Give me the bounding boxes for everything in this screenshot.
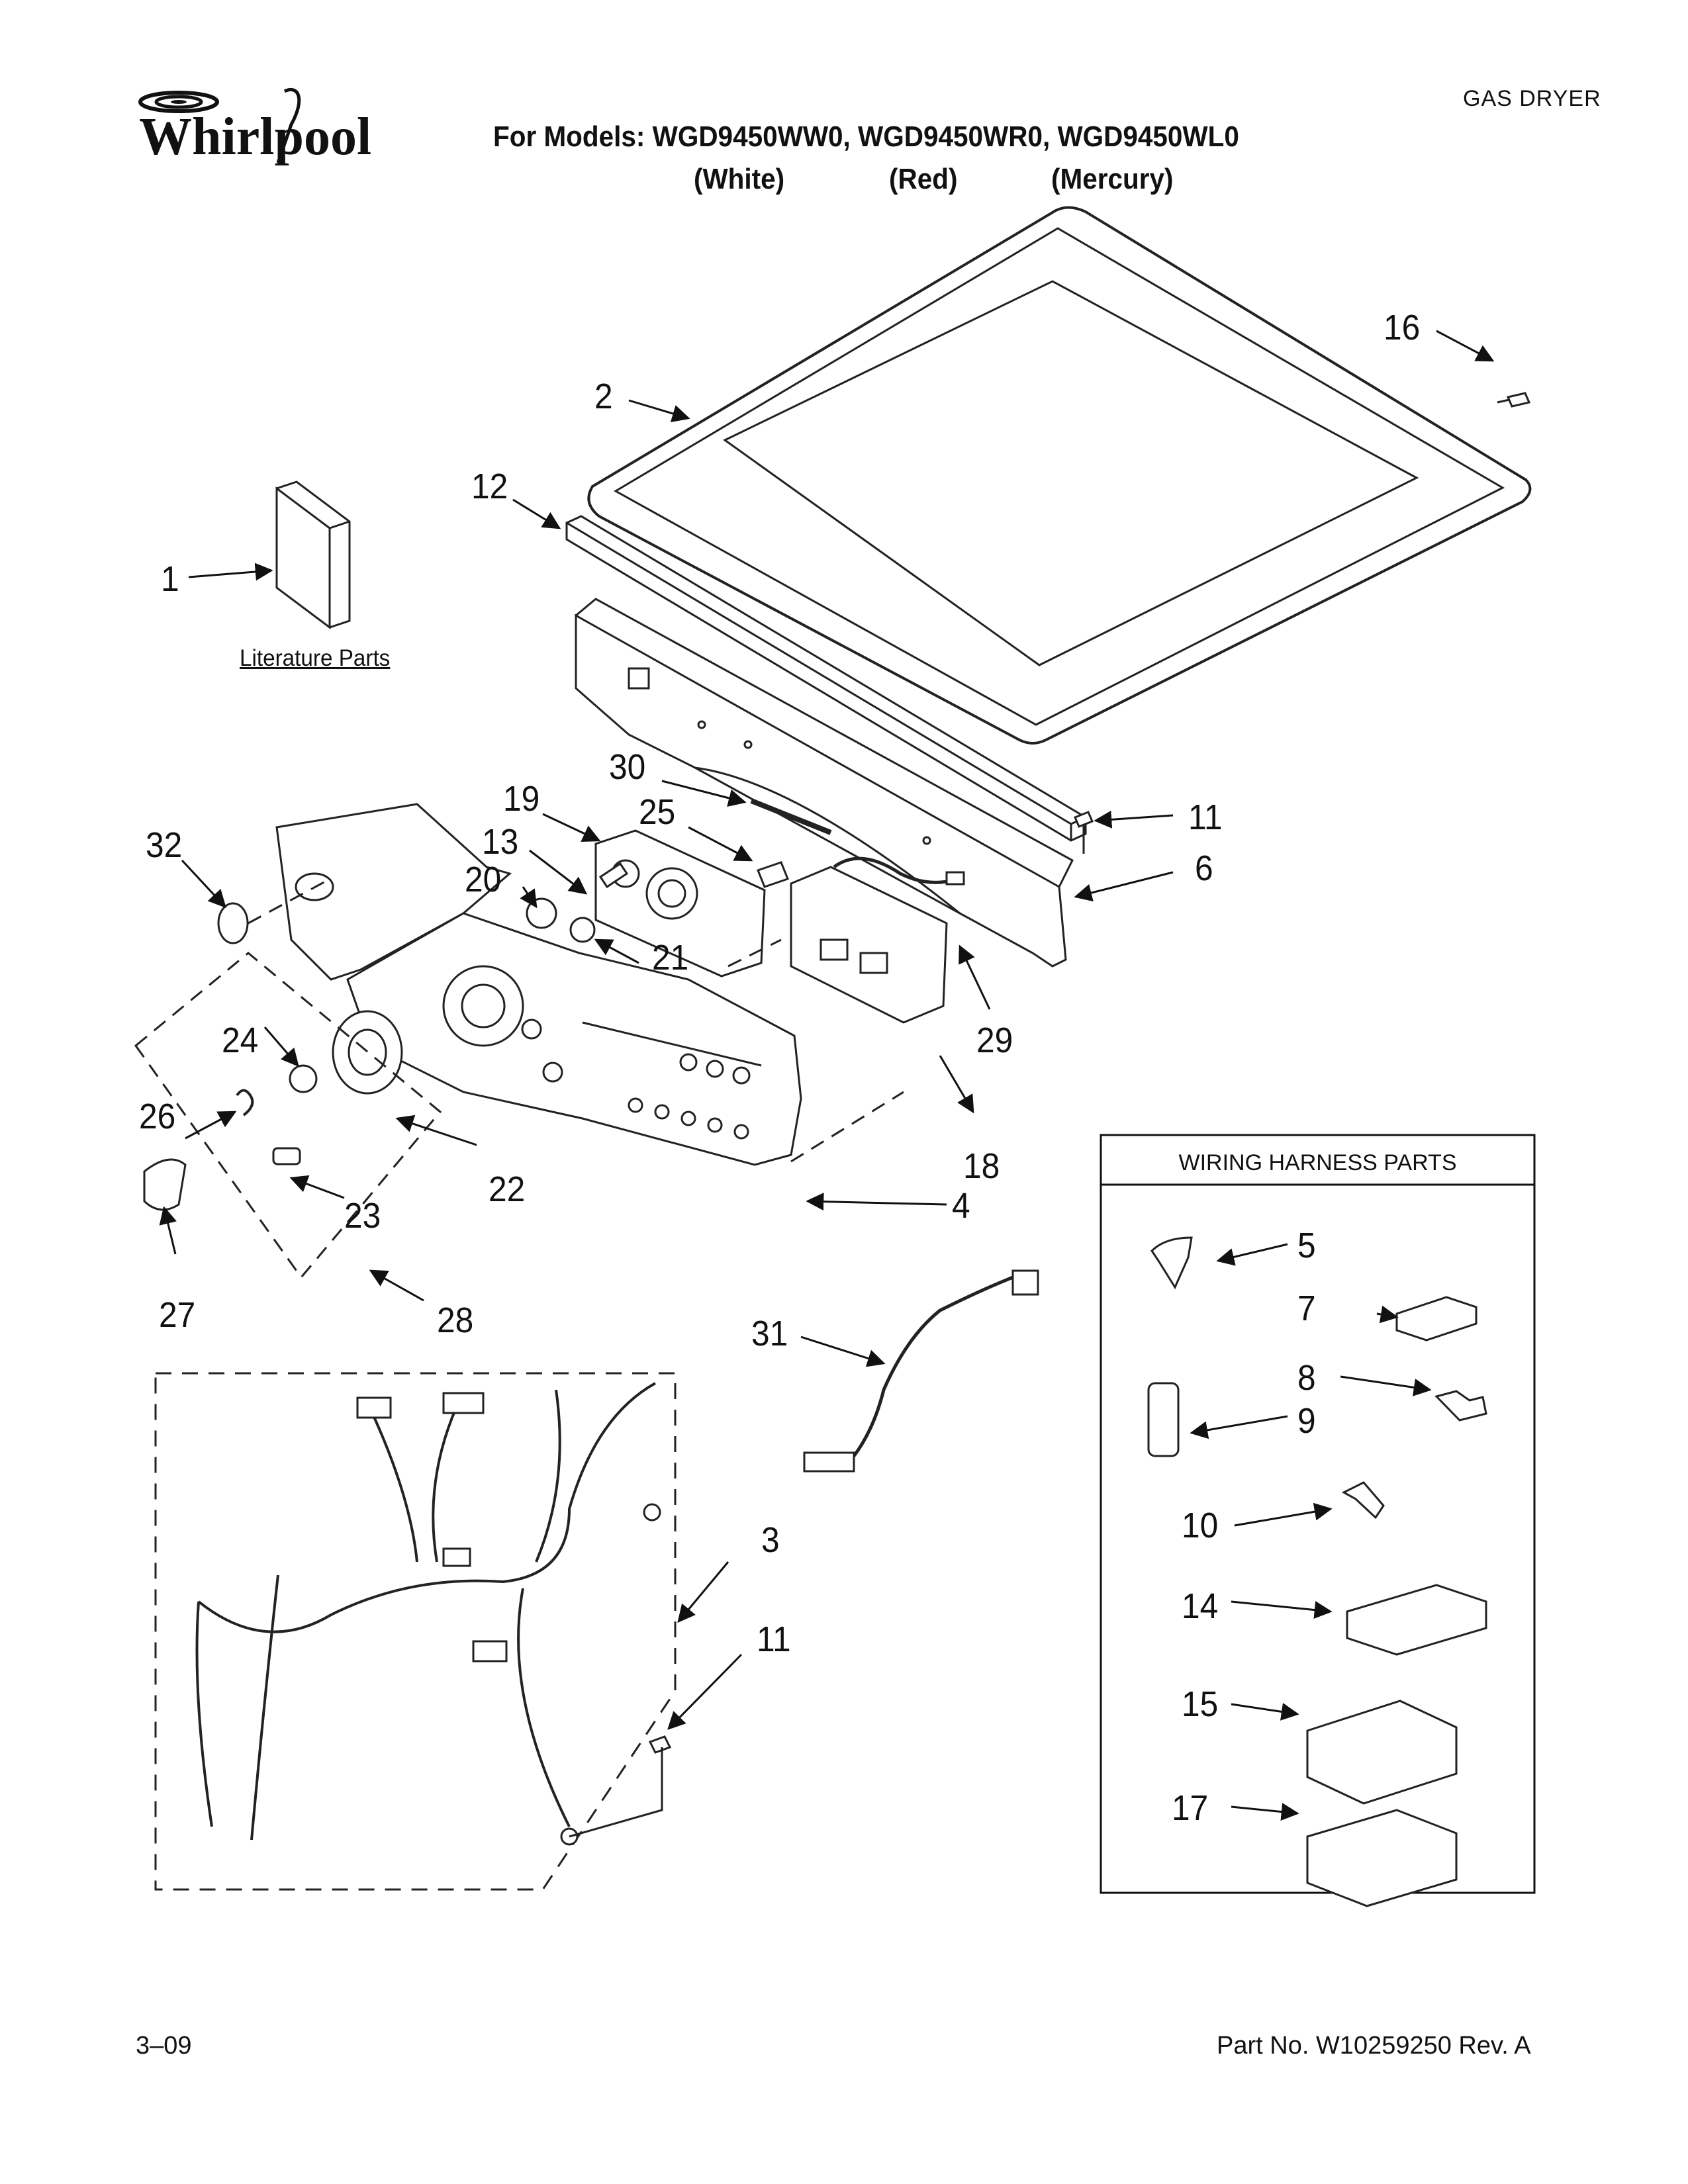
callout-17: 17 <box>1172 1788 1209 1828</box>
product-category: GAS DRYER <box>1463 86 1601 111</box>
part-number: Part No. W10259250 Rev. A <box>1217 2032 1531 2060</box>
knob-kit-outline <box>134 952 442 1279</box>
callout-10: 10 <box>1182 1506 1219 1545</box>
control-console <box>346 912 802 1166</box>
literature-parts-label: Literature Parts <box>240 645 391 671</box>
callout-19: 19 <box>503 779 540 819</box>
leader-dashed-18 <box>727 938 782 968</box>
callout-31: 31 <box>751 1314 788 1353</box>
variant-red: (Red) <box>889 163 958 195</box>
connector-29 <box>945 871 965 886</box>
callout-14: 14 <box>1182 1586 1219 1626</box>
knob-20 <box>526 897 557 929</box>
callout-24: 24 <box>222 1021 259 1060</box>
model-list: For Models: WGD9450WW0, WGD9450WR0, WGD9… <box>493 120 1239 153</box>
callout-arrows <box>159 330 1495 1821</box>
variant-mercury: (Mercury) <box>1051 163 1174 195</box>
callout-1: 1 <box>161 559 179 599</box>
callout-21: 21 <box>652 938 689 978</box>
variant-white: (White) <box>694 163 785 195</box>
user-interface-board <box>790 866 948 1024</box>
harness-29 <box>833 856 954 884</box>
spring-26 <box>236 1089 254 1116</box>
callout-5: 5 <box>1297 1226 1316 1265</box>
knob-21 <box>569 917 596 943</box>
whirlpool-logo-icon: Whirlpool <box>138 88 371 166</box>
leader-dashed-4 <box>790 1091 904 1163</box>
brand-logo: Whirlpool <box>132 85 384 171</box>
callout-3: 3 <box>761 1520 780 1560</box>
callout-13: 13 <box>482 822 519 862</box>
leader-dashed-32 <box>248 879 328 925</box>
clip-part <box>757 861 789 888</box>
callout-16: 16 <box>1383 308 1421 347</box>
control-board-19 <box>594 829 766 978</box>
callout-7: 7 <box>1297 1289 1316 1328</box>
wiring-parts-icons <box>1147 1236 1487 1907</box>
callout-20: 20 <box>465 860 502 899</box>
callout-11-upper: 11 <box>1188 797 1223 837</box>
brand-wordmark: Whirlpool <box>139 108 371 166</box>
callout-23: 23 <box>344 1196 381 1236</box>
callout-26: 26 <box>139 1097 176 1136</box>
callout-22: 22 <box>489 1169 526 1209</box>
clip-23 <box>272 1147 301 1165</box>
callout-15: 15 <box>1182 1684 1219 1724</box>
callout-12: 12 <box>471 467 508 506</box>
knob-ring-22 <box>332 1010 403 1095</box>
callout-4: 4 <box>952 1186 970 1226</box>
console-bracket <box>575 598 1074 968</box>
cable-tie <box>750 798 832 835</box>
callout-32: 32 <box>146 825 183 865</box>
bushing-24 <box>289 1064 318 1093</box>
main-harness <box>154 1372 677 1891</box>
literature-booklet <box>275 480 351 629</box>
badge-32 <box>217 902 249 944</box>
wiring-box-title: WIRING HARNESS PARTS <box>1178 1150 1457 1175</box>
callout-18: 18 <box>963 1146 1000 1186</box>
callout-8: 8 <box>1297 1358 1316 1398</box>
revision-date: 3–09 <box>136 2032 192 2060</box>
callout-25: 25 <box>639 792 676 832</box>
harness-31 <box>803 1269 1039 1473</box>
screw-11-upper <box>1074 811 1094 854</box>
switch-13 <box>598 862 629 889</box>
callout-28: 28 <box>437 1300 474 1340</box>
callout-27: 27 <box>159 1295 196 1335</box>
callout-9: 9 <box>1297 1401 1316 1441</box>
callout-11-lower: 11 <box>757 1619 791 1659</box>
top-panel <box>587 206 1532 745</box>
callout-29: 29 <box>976 1021 1013 1060</box>
knob-27 <box>143 1158 187 1211</box>
screw-11-lower <box>569 1735 672 1838</box>
wiring-parts-box <box>1100 1134 1536 1894</box>
screw-16 <box>1497 392 1531 408</box>
callout-2: 2 <box>594 377 613 416</box>
callout-30: 30 <box>609 747 646 787</box>
front-trim-strip <box>565 515 1087 842</box>
callout-6: 6 <box>1195 848 1213 888</box>
